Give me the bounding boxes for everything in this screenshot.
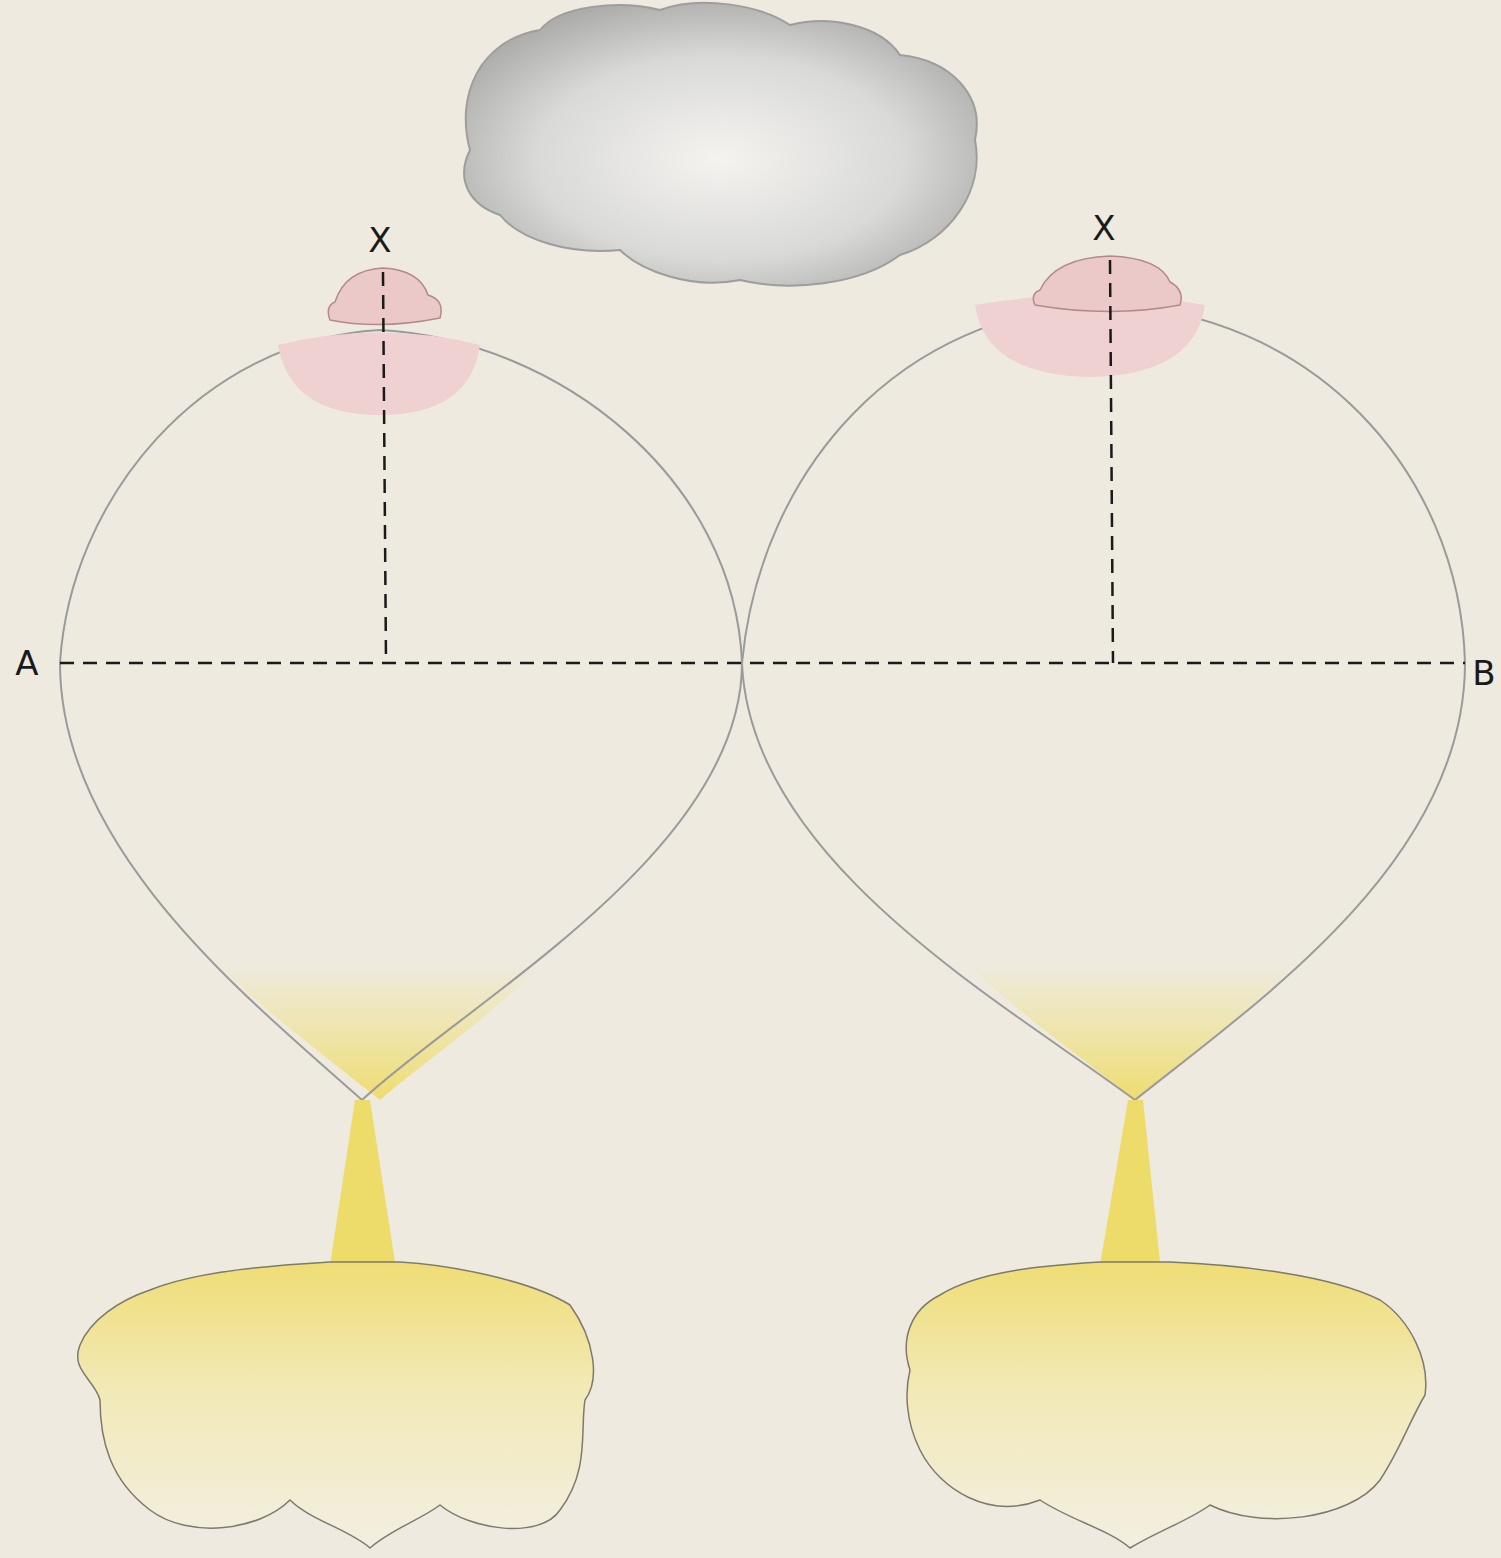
point-label: X <box>368 223 391 257</box>
point-label: X <box>1092 211 1115 245</box>
right-figure <box>742 256 1465 1548</box>
point-label: A <box>15 646 38 680</box>
point-label: B <box>1472 656 1495 690</box>
measure-lines <box>60 260 1465 663</box>
cloud <box>464 3 977 286</box>
left-figure <box>60 268 742 1548</box>
